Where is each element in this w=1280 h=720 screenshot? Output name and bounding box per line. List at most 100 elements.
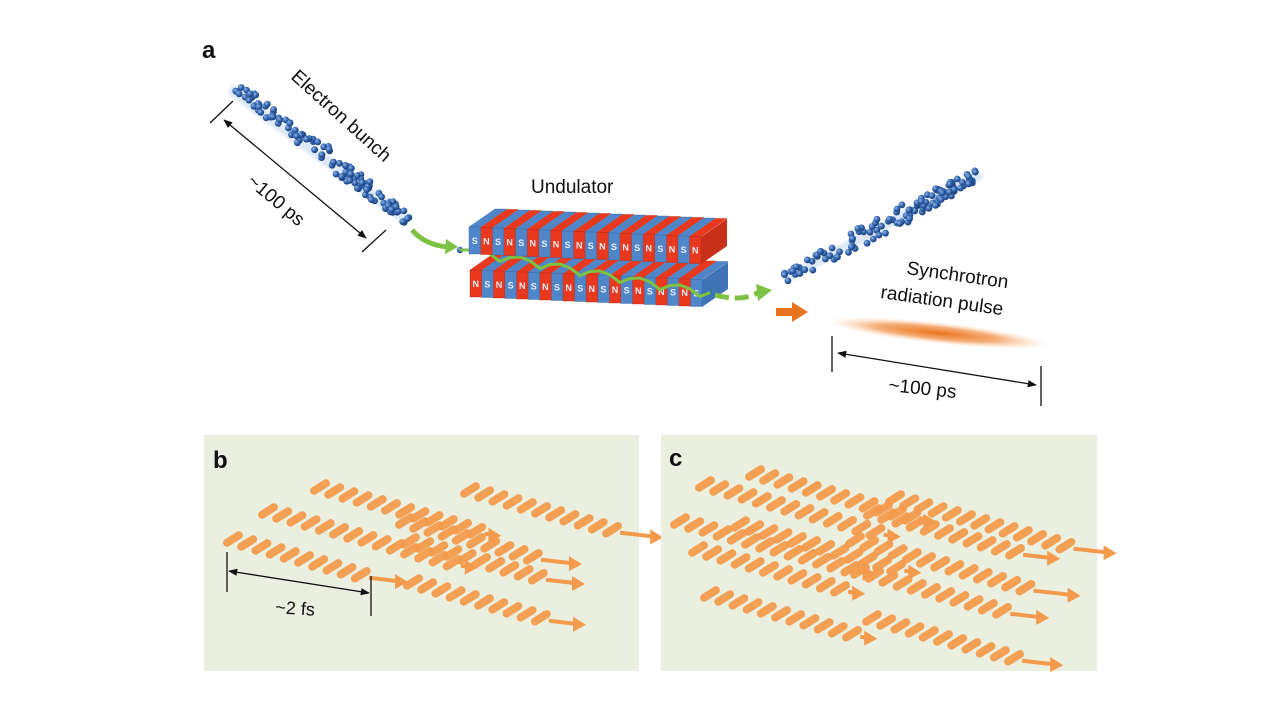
electron xyxy=(404,215,411,223)
wave-cycle xyxy=(409,517,430,533)
wave-cycle xyxy=(308,555,329,571)
wave-cycle xyxy=(1001,576,1022,592)
magnet-pole-label: S xyxy=(495,237,501,247)
wave-cycle xyxy=(862,610,882,626)
electron xyxy=(269,113,277,121)
wave-cycle xyxy=(513,565,534,581)
wave-cycle xyxy=(403,574,423,590)
wave-cycle xyxy=(827,622,848,638)
arrow-head-icon xyxy=(792,302,808,322)
wave-cycle xyxy=(780,500,801,516)
wave-cycle xyxy=(1055,538,1076,554)
wave-train xyxy=(460,482,664,545)
wave-cycle xyxy=(799,614,820,630)
arrow-head-icon xyxy=(1036,609,1050,625)
magnet-pole-label: S xyxy=(670,288,676,298)
wave-cycle xyxy=(773,565,794,581)
wave-cycle xyxy=(891,512,912,528)
electron xyxy=(869,235,877,243)
wave-cycle xyxy=(698,521,719,537)
electron xyxy=(875,231,883,239)
magnet-pole-label: N xyxy=(635,286,642,296)
electron xyxy=(237,84,245,91)
wave-cycle xyxy=(786,532,807,548)
arrow-head-icon xyxy=(1047,550,1061,566)
wave-cycle xyxy=(522,549,543,565)
electron xyxy=(911,207,919,215)
magnet-pole-label: S xyxy=(657,244,663,254)
wave-cycle xyxy=(1012,526,1033,542)
electron xyxy=(932,202,939,209)
wave-cycle xyxy=(745,465,765,481)
wave-cycle xyxy=(759,469,780,485)
wave-cycle xyxy=(963,595,984,611)
magnet-pole-label: N xyxy=(565,283,572,293)
magnet-n: N xyxy=(665,217,705,263)
wave-cycle xyxy=(801,536,821,552)
electron xyxy=(303,135,310,143)
wave-arrow-shaft xyxy=(1021,658,1053,667)
electron xyxy=(822,255,829,263)
electron xyxy=(953,175,961,183)
wave-train xyxy=(845,532,1081,603)
wave-cycle xyxy=(688,541,708,557)
wave-cycle xyxy=(587,518,608,534)
electron xyxy=(873,215,881,223)
wave-train xyxy=(700,586,878,646)
electron xyxy=(250,102,258,110)
electron xyxy=(354,172,361,179)
electron xyxy=(246,90,254,98)
magnet-pole-label: S xyxy=(508,281,514,291)
magnet-pole-label: N xyxy=(496,280,503,290)
magnet-pole-label: S xyxy=(634,243,640,253)
magnet-pole-label: N xyxy=(681,288,688,298)
wave-cycle xyxy=(702,545,723,561)
magnet-pole-label: S xyxy=(484,280,490,290)
electron xyxy=(905,206,913,214)
wave-cycle xyxy=(508,545,529,561)
electron xyxy=(235,90,243,98)
wave-train xyxy=(688,541,866,601)
electron xyxy=(314,138,322,146)
electron xyxy=(863,239,871,247)
wave-arrow-shaft xyxy=(1009,611,1039,619)
wave-cycle xyxy=(935,587,956,603)
electron xyxy=(898,201,906,209)
arrow-head-icon xyxy=(569,556,582,572)
electron xyxy=(276,116,284,123)
dimension-tick xyxy=(361,229,387,253)
wave-cycle xyxy=(783,545,804,561)
double-arrow-icon xyxy=(837,350,1037,388)
wave-cycle xyxy=(700,586,720,602)
wave-cycle xyxy=(961,638,982,654)
magnet-pole-label: N xyxy=(553,240,560,250)
wave-cycle xyxy=(223,531,243,547)
wave-cycle xyxy=(992,603,1012,619)
wave-cycle xyxy=(414,537,435,553)
wave-cycle xyxy=(830,581,850,597)
wave-cycle xyxy=(787,569,808,585)
arrow-head-icon xyxy=(445,239,458,254)
electron xyxy=(348,164,355,172)
wave-cycle xyxy=(877,508,898,524)
wave-cycle xyxy=(865,524,886,540)
wave-cycle xyxy=(892,575,913,591)
electron xyxy=(965,180,972,188)
wave-cycle xyxy=(850,563,870,579)
arrow-head-icon xyxy=(650,529,664,545)
wave-cycle xyxy=(772,528,793,544)
magnet-pole-label: N xyxy=(658,287,665,297)
wave-cycle xyxy=(998,522,1019,538)
electron xyxy=(809,266,817,274)
electron xyxy=(366,178,374,186)
electron xyxy=(928,192,936,200)
magnet-s: S xyxy=(468,208,508,255)
electron xyxy=(270,106,277,113)
electron xyxy=(291,126,299,134)
electron xyxy=(325,145,333,153)
wave-cycle xyxy=(352,491,373,507)
wave-cycle xyxy=(755,537,776,553)
electron xyxy=(354,184,361,192)
arrow-head-icon xyxy=(908,564,922,580)
wave-train xyxy=(670,513,876,581)
